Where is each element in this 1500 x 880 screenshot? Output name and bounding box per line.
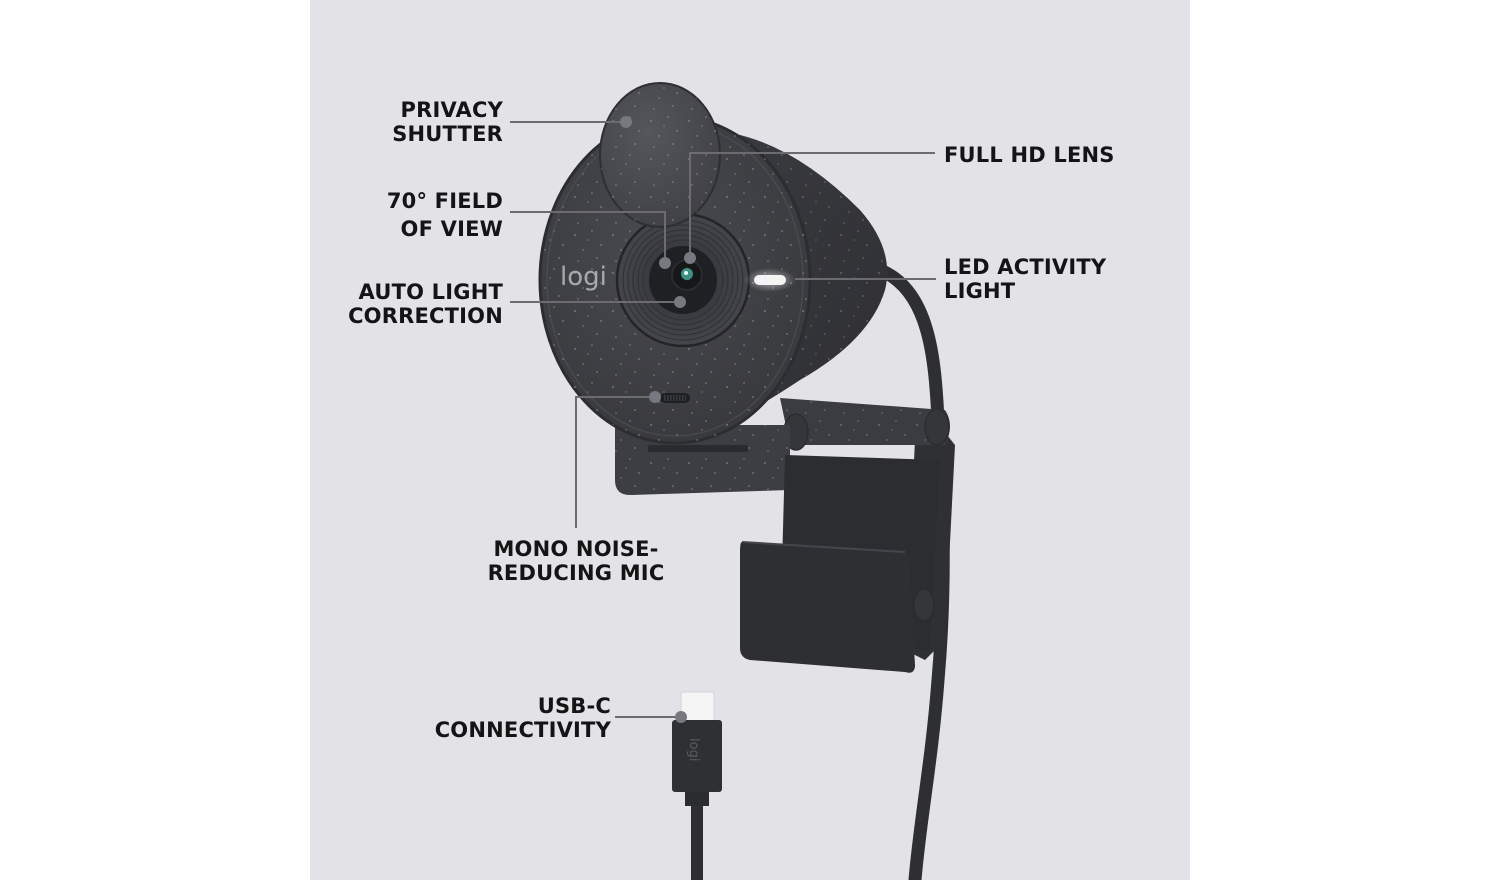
callout-text: OF VIEW — [400, 217, 503, 241]
callout-text: LIGHT — [944, 279, 1016, 303]
mount-front-flap — [740, 542, 915, 673]
callout-text: CONNECTIVITY — [434, 718, 611, 742]
callout-lines — [510, 121, 936, 718]
callout-text: PRIVACY — [400, 98, 503, 122]
callout-text: REDUCING MIC — [487, 561, 665, 585]
callout-auto-light-correction: AUTO LIGHT CORRECTION — [348, 280, 503, 328]
lens-assembly — [615, 212, 751, 348]
callout-field-of-view: 70° FIELD OF VIEW — [387, 187, 503, 243]
svg-text:logi: logi — [686, 738, 701, 761]
callout-text: CORRECTION — [348, 304, 503, 328]
led-light — [754, 275, 786, 285]
usb-c-connector: logi — [672, 691, 722, 880]
callout-text: 70° FIELD — [386, 189, 503, 213]
callout-text: SHUTTER — [392, 122, 503, 146]
logi-logo: logi — [560, 262, 607, 292]
callout-text: LED ACTIVITY — [944, 255, 1107, 279]
callout-full-hd-lens: FULL HD LENS — [944, 143, 1115, 167]
callout-text: AUTO LIGHT — [358, 280, 503, 304]
callout-led-activity-light: LED ACTIVITY LIGHT — [944, 255, 1106, 303]
callout-dots — [620, 116, 696, 723]
callout-privacy-shutter: PRIVACY SHUTTER — [392, 98, 503, 146]
callout-mono-mic: MONO NOISE- REDUCING MIC — [476, 537, 676, 585]
callout-text: FULL HD LENS — [944, 143, 1115, 167]
callout-text: USB-C — [537, 694, 611, 718]
callout-text: MONO NOISE- — [493, 537, 659, 561]
callout-usb-c: USB-C CONNECTIVITY — [435, 694, 611, 742]
